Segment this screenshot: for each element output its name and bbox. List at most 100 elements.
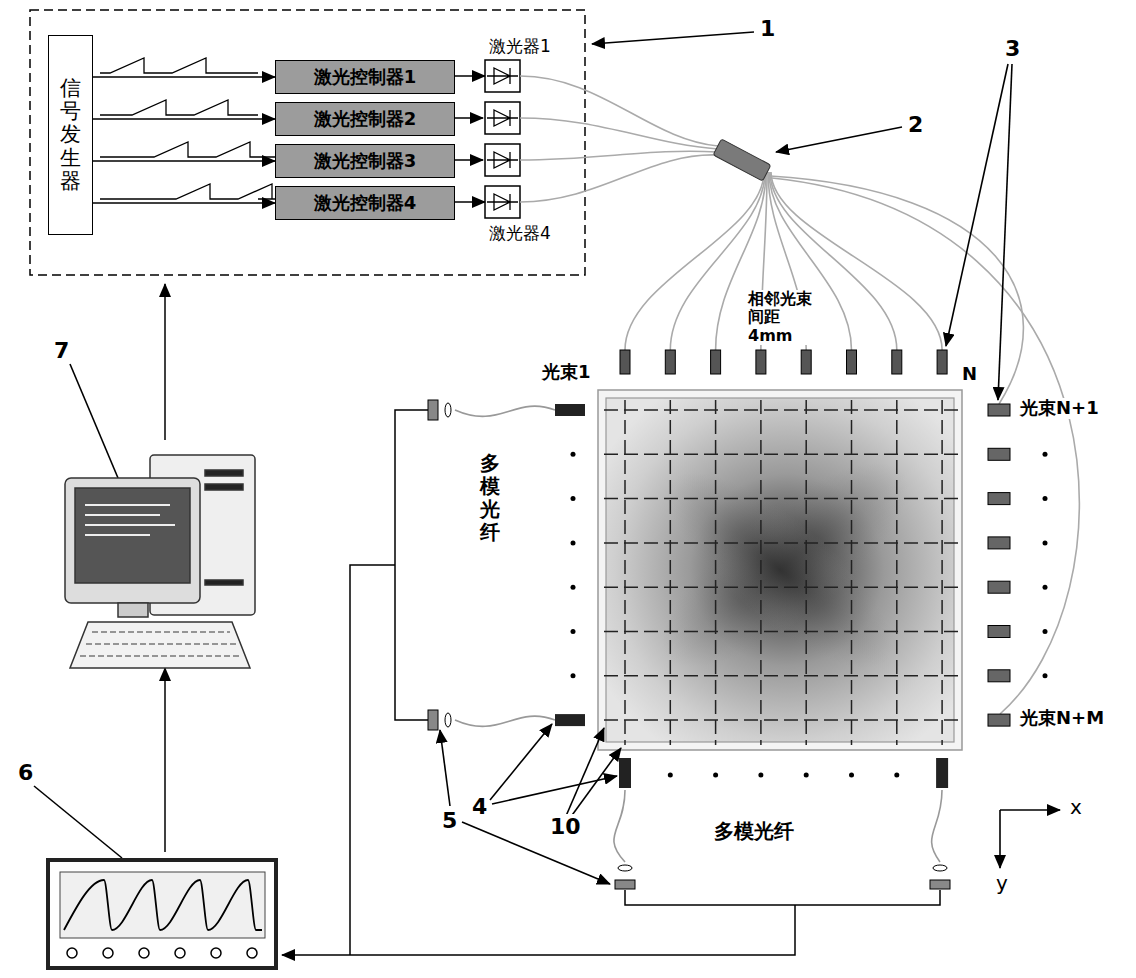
callout-leaders [34,32,1012,884]
collimator [937,350,947,374]
collimator [988,670,1010,682]
drawn-path [350,565,395,955]
sawtooth-wave [100,142,278,157]
ellipsis-dot [1043,673,1048,678]
beam-grid [604,400,958,745]
collimator [665,350,675,374]
knob [211,948,221,958]
photodetector [615,880,635,889]
callout-number: 4 [470,794,489,819]
callout-number: 5 [440,808,459,833]
drawn-path [487,110,518,126]
signal-arrow [93,118,275,120]
ellipsis-dot [713,773,718,778]
drawn-line [670,400,672,745]
drawn-path [487,68,518,84]
ellipsis-dot [1043,452,1048,457]
drawn-rect [205,484,243,490]
beam-label: 光束N+M [1018,708,1106,729]
beam-label: 光束N+1 [1018,398,1101,419]
laser-controller: 激光控制器1 [275,60,455,94]
laser-diode: 激光器1 [485,60,520,92]
drawn-g [67,948,257,958]
drawn-line [604,719,958,721]
drawn-path [282,905,795,955]
fiber-receiver [555,404,585,416]
callout-number: 1 [758,16,777,41]
controller-label: 激光控制器2 [314,107,417,131]
laser-label: 激光器1 [489,35,551,58]
ellipsis-dot [571,540,576,545]
signal-arrow [455,75,485,77]
collimator [988,493,1010,505]
fiber-receiver [936,758,948,788]
drawn-path [70,364,118,478]
drawn-path [520,118,718,149]
knob [175,948,185,958]
drawn-line [604,409,958,411]
beam-spacing: 相邻光束 间距4mm [746,290,822,345]
beam-label: N [960,364,979,385]
signal-arrow [93,202,275,204]
drawn-line [941,400,943,745]
ellipsis-dot [1043,496,1048,501]
callout-number: 3 [1003,36,1022,61]
signal-arrow [455,201,485,203]
drawn-path [998,64,1012,400]
lens [445,403,451,417]
generator-label: 信号发生器 [60,77,81,192]
drawn-line [851,400,853,745]
oscilloscope [48,860,276,968]
controller-label: 激光控制器3 [314,149,417,173]
drawn-path [455,159,483,161]
ellipsis-dot [571,585,576,590]
laser-diodes [485,60,520,218]
drawn-rect [598,390,962,750]
signal-arrow [93,76,275,78]
knob [67,948,77,958]
callout-number: 2 [906,112,925,137]
collimator [988,537,1010,549]
callout-number: 10 [548,814,583,839]
lens [618,865,632,871]
drawn-path [487,194,518,210]
sawtooth-wave [100,58,258,73]
drawn-line [604,675,958,677]
fiber-receiver [555,714,585,726]
drawn-path [614,790,625,862]
fiber-label: 多模光纤 [712,820,796,843]
drawn-rect [205,470,243,476]
knob [103,948,113,958]
wiring [165,118,940,955]
ellipsis-dot [1043,629,1048,634]
collimator [620,350,630,374]
drawn-line [715,400,717,745]
laser-controller: 激光控制器2 [275,102,455,136]
drawn-path [999,810,1001,868]
signal-arrow [93,160,275,162]
drawn-rect [485,102,520,134]
sawtooth-waveforms [100,58,300,199]
drawn-line [760,400,762,745]
controller-label: 激光控制器4 [314,191,417,215]
signal-generator: 信号发生器 [48,35,93,235]
collimator [988,581,1010,593]
drawn-ellipse [641,442,920,699]
drawn-line [624,400,626,745]
collimator [711,350,721,374]
drawn-path [455,117,483,119]
drawn-path [490,724,552,800]
collimator [847,350,857,374]
drawn-path [164,284,166,440]
optical-fibers [455,76,1079,862]
beam-label: 光束1 [540,362,593,383]
collimator [756,350,766,374]
fiber-receiver [619,758,631,788]
drawn-rect [485,144,520,176]
knob [139,948,149,958]
drawn-path [946,64,1008,346]
axis-label: x [1068,796,1084,819]
drawn-line [604,454,958,456]
photodetector [428,710,438,730]
